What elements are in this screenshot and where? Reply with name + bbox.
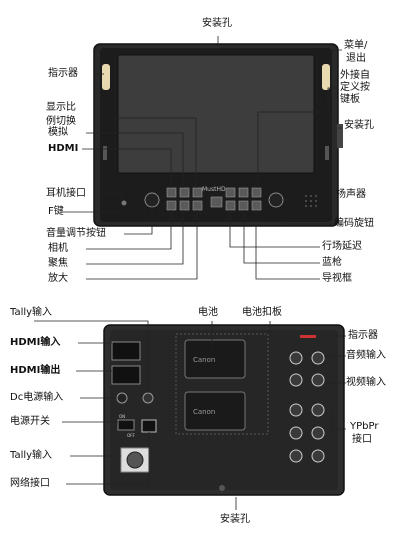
label-menu-exit-2: 退出 (346, 53, 366, 64)
label-hdmi-in: HDMI输入 (10, 337, 61, 348)
back-monitor (103, 324, 345, 496)
label-port: 接口 (352, 434, 372, 445)
back-hdmi-in (111, 341, 141, 361)
back-bnc-connectors (289, 351, 325, 463)
label-zoom: 放大 (48, 273, 68, 284)
front-leader-lines (62, 36, 342, 280)
back-power-switch (117, 419, 135, 431)
label-indicator-front: 指示器 (48, 68, 78, 79)
label-focus: 聚焦 (48, 258, 68, 269)
label-video-in: 视频输入 (346, 377, 386, 388)
label-camera: 相机 (48, 243, 68, 254)
label-dc-in: Dc电源输入 (10, 392, 64, 403)
front-buttons (166, 187, 262, 211)
back-battery-1 (184, 339, 246, 379)
front-indicator-left (102, 64, 110, 90)
label-f-key: F键 (48, 206, 64, 217)
label-power-switch: 电源开关 (10, 416, 50, 427)
back-tally-bottom (120, 447, 150, 473)
label-custom-keys-2: 定义按 (340, 82, 370, 93)
label-mount-hole-top: 安装孔 (202, 18, 232, 29)
speaker-grill (305, 195, 317, 207)
label-indicator-back: 指示器 (348, 330, 378, 341)
front-indicator-right (322, 64, 330, 90)
label-aspect-switch-2: 例切换 (46, 116, 76, 127)
label-blue-gun: 蓝枪 (322, 257, 342, 268)
label-hdmi-out: HDMI输出 (10, 365, 61, 376)
back-indicator (300, 335, 316, 338)
label-ypbpr: YPbPr (350, 421, 379, 432)
back-hdmi-out (111, 365, 141, 385)
label-encoder-knob: 编码旋钮 (334, 218, 374, 229)
label-tally-in-top: Tally输入 (10, 307, 53, 318)
label-aspect-switch-1: 显示比 (46, 102, 76, 113)
back-switch-on: ON (119, 414, 125, 419)
back-dc-in (116, 392, 128, 404)
front-monitor (93, 43, 343, 227)
label-network: 网络接口 (10, 478, 50, 489)
label-hdmi-front: HDMI (48, 143, 79, 154)
label-speaker: 扬声器 (336, 189, 366, 200)
front-brand: MustHD (202, 186, 226, 193)
label-battery-plate: 电池扣板 (242, 307, 282, 318)
label-mount-hole-right: 安装孔 (344, 120, 374, 131)
label-guide-frame: 导视框 (322, 273, 352, 284)
front-screen (117, 54, 315, 174)
label-audio-in: 音频输入 (346, 350, 386, 361)
label-custom-keys-3: 键板 (340, 94, 360, 105)
label-volume-knob: 音量调节按钮 (46, 228, 106, 239)
back-battery-brand-1: Canon (193, 356, 215, 364)
label-tally-in-bottom: Tally输入 (10, 450, 53, 461)
back-battery-brand-2: Canon (193, 408, 215, 416)
back-battery-plate (175, 333, 269, 435)
label-custom-keys-1: 外接自 (340, 70, 370, 81)
back-tally-top (142, 392, 154, 404)
back-switch-off: OFF (127, 433, 135, 438)
front-headphone-jack (121, 200, 127, 206)
label-menu-exit-1: 菜单/ (344, 40, 368, 51)
back-leader-lines (34, 320, 346, 510)
back-battery-2 (184, 391, 246, 431)
back-network-port (141, 419, 157, 433)
label-battery: 电池 (198, 307, 218, 318)
label-headphone: 耳机接口 (46, 188, 86, 199)
label-analog: 模拟 (48, 127, 68, 138)
label-field-delay: 行场延迟 (322, 241, 362, 252)
front-volume-knob (144, 192, 160, 208)
front-encoder-knob (268, 192, 284, 208)
label-mount-hole-bottom: 安装孔 (220, 514, 250, 525)
